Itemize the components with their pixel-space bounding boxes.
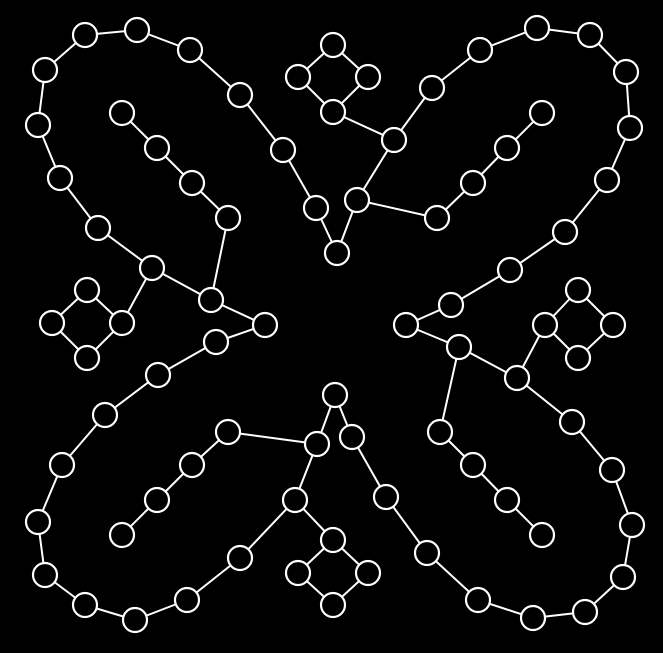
graph-node: [423, 204, 451, 232]
graph-node: [519, 604, 547, 632]
graph-node: [496, 256, 524, 284]
graph-node: [493, 134, 521, 162]
graph-node: [302, 194, 330, 222]
graph-node: [176, 36, 204, 64]
graph-node: [303, 430, 331, 458]
graph-node: [71, 591, 99, 619]
graph-node: [284, 559, 312, 587]
graph-node: [354, 559, 382, 587]
graph-node: [612, 58, 640, 86]
graph-edge: [227, 431, 318, 445]
graph-node: [418, 74, 446, 102]
graph-node: [251, 311, 279, 339]
graph-node: [197, 286, 225, 314]
graph-node: [108, 99, 136, 127]
graph-node: [178, 169, 206, 197]
graph-node: [143, 134, 171, 162]
graph-node: [599, 311, 627, 339]
graph-node: [531, 311, 559, 339]
graph-node: [459, 169, 487, 197]
graph-node: [609, 563, 637, 591]
graph-node: [108, 521, 136, 549]
graph-node: [459, 451, 487, 479]
graph-node: [343, 186, 371, 214]
graph-node: [31, 56, 59, 84]
graph-node: [281, 486, 309, 514]
graph-node: [372, 483, 400, 511]
graph-node: [123, 16, 151, 44]
graph-node: [91, 401, 119, 429]
graph-node: [493, 486, 521, 514]
graph-node: [338, 423, 366, 451]
graph-node: [319, 31, 347, 59]
graph-node: [24, 508, 52, 536]
graph-node: [214, 204, 242, 232]
graph-node: [226, 81, 254, 109]
graph-node: [437, 291, 465, 319]
graph-edge: [239, 499, 296, 559]
graph-node: [138, 254, 166, 282]
graph-node: [528, 521, 556, 549]
graph-node: [618, 511, 646, 539]
graph-node: [46, 164, 74, 192]
graph-node: [558, 408, 586, 436]
graph-node: [202, 328, 230, 356]
graph-node: [214, 418, 242, 446]
graph-node: [445, 333, 473, 361]
graph-node: [178, 451, 206, 479]
graph-node: [24, 111, 52, 139]
graph-node: [528, 99, 556, 127]
graph-node: [269, 136, 297, 164]
graph-node: [321, 381, 349, 409]
graph-nodes: [24, 14, 646, 634]
graph-node: [284, 63, 312, 91]
graph-node: [426, 418, 454, 446]
graph-node: [616, 114, 644, 142]
graph-node: [143, 486, 171, 514]
graph-node: [551, 218, 579, 246]
graph-node: [354, 63, 382, 91]
graph-node: [121, 606, 149, 634]
graph-node: [319, 591, 347, 619]
graph-node: [84, 214, 112, 242]
graph-node: [71, 21, 99, 49]
graph-node: [323, 239, 351, 267]
graph-node: [144, 361, 172, 389]
graph-node: [108, 309, 136, 337]
graph-node: [576, 21, 604, 49]
graph-node: [413, 539, 441, 567]
graph-node: [226, 544, 254, 572]
graph-node: [38, 309, 66, 337]
graph-node: [593, 166, 621, 194]
graph-node: [392, 311, 420, 339]
graph-edge: [439, 346, 460, 433]
graph-node: [319, 526, 347, 554]
graph-node: [173, 586, 201, 614]
graph-node: [73, 344, 101, 372]
graph-node: [564, 344, 592, 372]
graph-node: [466, 36, 494, 64]
graph-node: [523, 14, 551, 42]
graph-edge: [210, 217, 229, 301]
graph-node: [48, 451, 76, 479]
graph-node: [598, 456, 626, 484]
graph-node: [564, 276, 592, 304]
graph-node: [503, 364, 531, 392]
graph-node: [380, 126, 408, 154]
graph-node: [571, 598, 599, 626]
graph-node: [31, 561, 59, 589]
graph-node: [73, 276, 101, 304]
graph-edge: [356, 199, 438, 219]
graph-node: [464, 586, 492, 614]
graph-node: [319, 98, 347, 126]
